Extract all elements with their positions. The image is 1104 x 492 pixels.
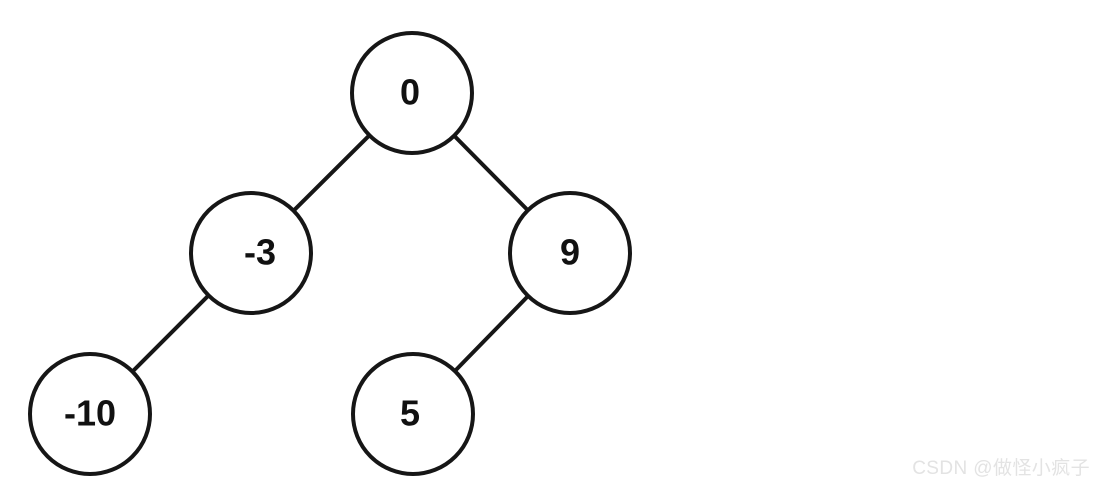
node-circle-root	[350, 31, 474, 155]
edge-right-rightleft	[452, 293, 531, 374]
node-label-left: -3	[244, 232, 276, 273]
node-label-leftleft: -10	[64, 393, 116, 434]
csdn-watermark: CSDN @做怪小疯子	[912, 458, 1090, 479]
tree-node-leftleft[interactable]: -10	[28, 352, 152, 476]
edge-left-leftleft	[129, 292, 212, 375]
node-circle-rightleft	[351, 352, 475, 476]
node-circle-leftleft	[28, 352, 152, 476]
nodes-layer: 0 -3 9 -10 5	[28, 31, 632, 476]
node-circle-right	[508, 191, 632, 315]
edge-root-left	[290, 132, 373, 214]
node-label-root: 0	[400, 72, 420, 113]
node-label-rightleft: 5	[400, 393, 420, 434]
tree-node-root[interactable]: 0	[350, 31, 474, 155]
node-circle-left	[189, 191, 313, 315]
node-label-right: 9	[560, 232, 580, 273]
tree-node-rightleft[interactable]: 5	[351, 352, 475, 476]
edge-root-right	[451, 132, 531, 214]
tree-node-right[interactable]: 9	[508, 191, 632, 315]
edges-layer	[129, 132, 531, 375]
tree-node-left[interactable]: -3	[189, 191, 313, 315]
